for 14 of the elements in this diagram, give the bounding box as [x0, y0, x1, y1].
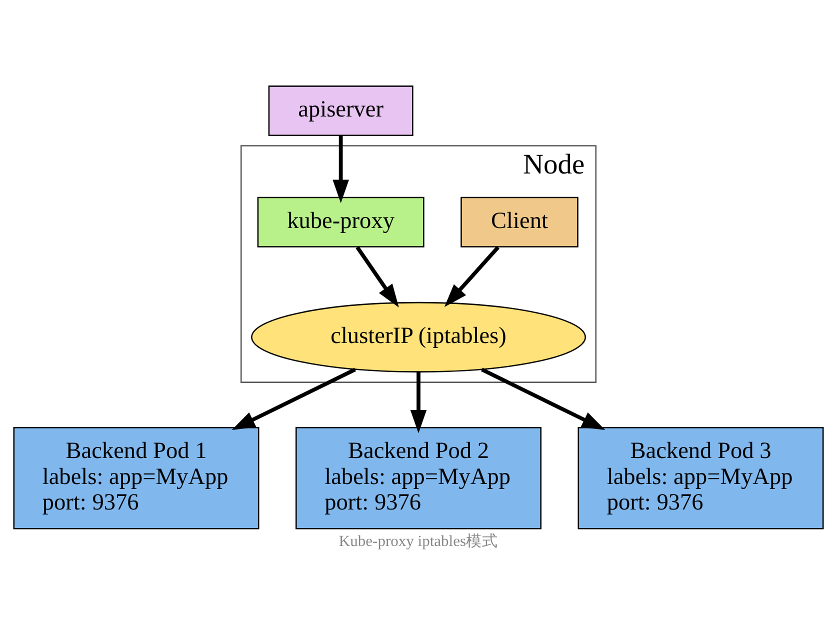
- node-box: Client: [460, 196, 578, 248]
- caption: Kube-proxy iptables模式: [338, 533, 498, 550]
- arrow: [444, 246, 500, 308]
- node-box: Backend Pod 1 labels: app=MyApp port: 9376: [13, 427, 260, 530]
- arrow: [232, 368, 356, 430]
- arrow: [332, 136, 349, 204]
- arrow: [356, 246, 399, 308]
- node-ellipse: clusterIP (iptables): [250, 302, 586, 372]
- node-box: apiserver: [268, 86, 414, 136]
- arrow: [410, 372, 427, 434]
- node-box: Backend Pod 2 labels: app=MyApp port: 9376: [296, 427, 542, 530]
- arrow: [480, 368, 606, 430]
- node-box: Backend Pod 3 labels: app=MyApp port: 9376: [578, 427, 824, 530]
- node-box: kube-proxy: [257, 196, 424, 248]
